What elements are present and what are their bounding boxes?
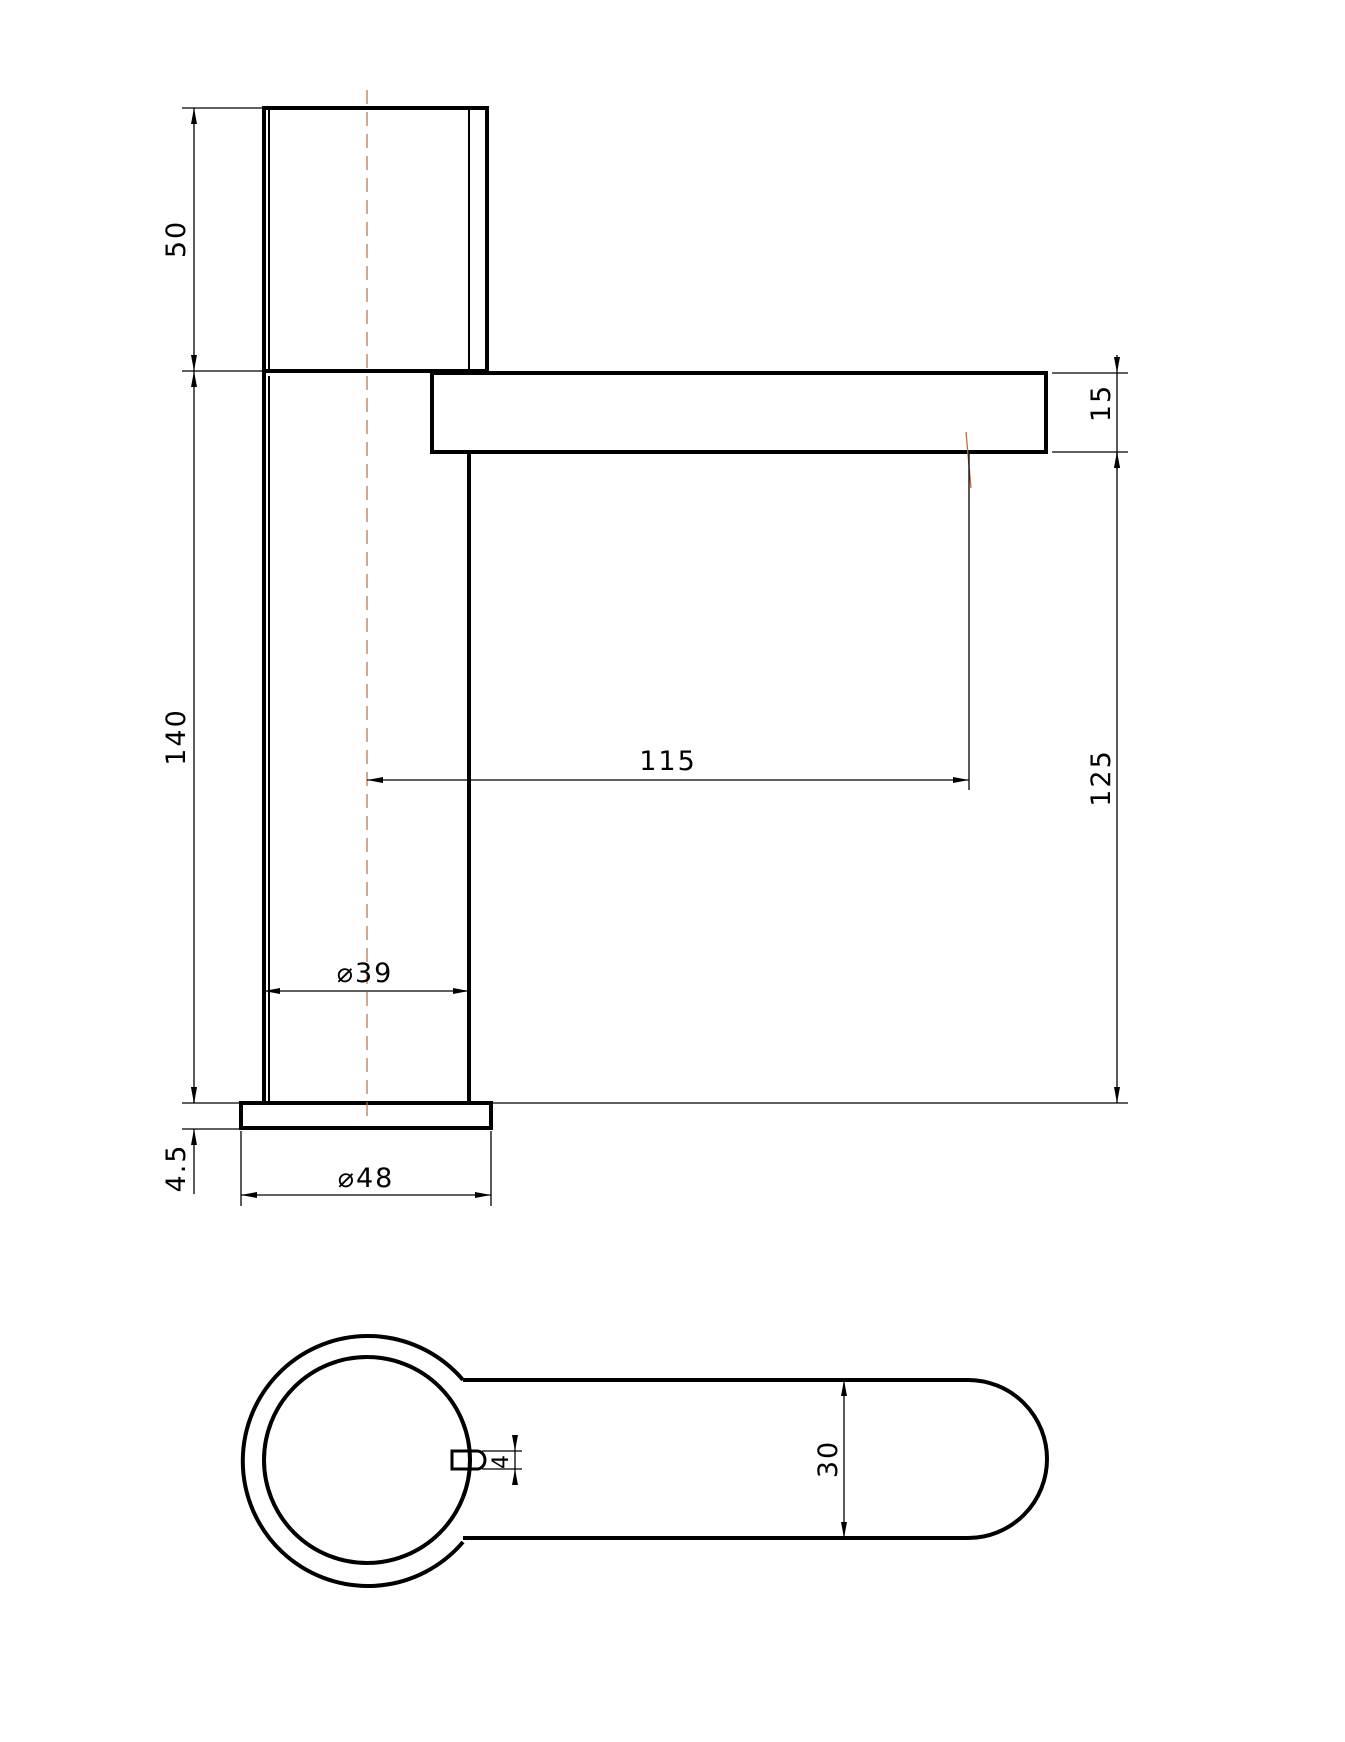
base-circle-outer — [240, 1334, 465, 1588]
body-circle — [262, 1355, 472, 1565]
dim-label-spout-reach: 115 — [639, 746, 697, 777]
spout-outline — [463, 1378, 1049, 1540]
spout — [430, 371, 1048, 454]
dim-label-spout-width: 30 — [813, 1440, 844, 1478]
pin — [450, 1449, 487, 1471]
dim-label-pin-width: 4 — [489, 1453, 514, 1469]
body-diameter-value: 39 — [355, 958, 393, 989]
dim-label-lever-height: 50 — [161, 220, 192, 258]
diameter-symbol: ⌀ — [337, 958, 355, 989]
dim-label-base-height: 4.5 — [161, 1144, 192, 1193]
top-view — [240, 1334, 1049, 1588]
dim-label-spout-clearance: 125 — [1086, 749, 1117, 807]
dim-label-spout-thickness: 15 — [1086, 384, 1117, 422]
base-diameter-value: 48 — [356, 1163, 394, 1194]
diameter-symbol: ⌀ — [338, 1163, 356, 1194]
top-dimensions: 30 4 — [482, 1380, 847, 1538]
dim-label-body-height: 140 — [161, 708, 192, 766]
lever-handle — [262, 106, 489, 373]
dim-label-body-diameter: ⌀39 — [337, 958, 394, 989]
front-dimensions: 50 140 4.5 15 125 115 ⌀39 ⌀48 — [161, 107, 1128, 1206]
base-plate — [239, 1101, 493, 1130]
front-view — [239, 90, 1048, 1130]
dim-label-base-diameter: ⌀48 — [338, 1163, 395, 1194]
